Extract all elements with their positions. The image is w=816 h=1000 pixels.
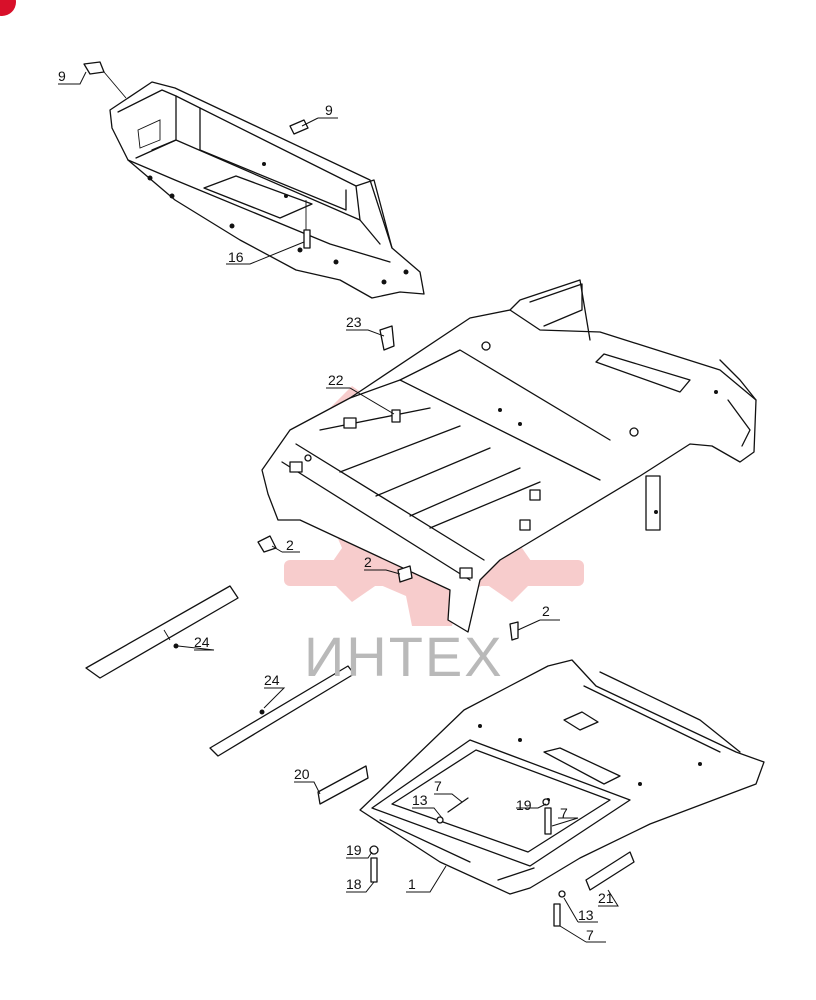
callout-22: 22 — [328, 372, 344, 388]
callout-19-lower: 19 — [346, 842, 362, 858]
callout-labels: 9 9 16 23 22 2 2 2 24 24 20 7 13 19 7 19… — [58, 68, 614, 943]
callout-13-lower: 13 — [578, 907, 594, 923]
watermark-text: ИНТЕХ — [304, 625, 504, 688]
callout-13-upper: 13 — [412, 792, 428, 808]
callout-7-upper: 7 — [434, 778, 442, 794]
callout-9-center: 9 — [325, 102, 333, 118]
callout-2-center: 2 — [364, 554, 372, 570]
floor-panel-assembly — [359, 659, 765, 895]
leader-lines — [58, 71, 619, 943]
callout-7-lower: 7 — [586, 927, 594, 943]
callout-24-left: 24 — [194, 634, 210, 650]
callout-21: 21 — [598, 890, 614, 906]
callout-1: 1 — [408, 876, 416, 892]
corner-badge — [0, 0, 16, 16]
strap-center — [209, 665, 355, 757]
callout-23: 23 — [346, 314, 362, 330]
callout-2-left: 2 — [286, 537, 294, 553]
strap-left — [85, 585, 239, 679]
rear-panel-assembly — [83, 61, 425, 299]
callout-9-left: 9 — [58, 68, 66, 84]
callout-2-right: 2 — [542, 603, 550, 619]
block-21 — [585, 851, 635, 891]
callout-24-center: 24 — [264, 672, 280, 688]
callout-7-middle: 7 — [560, 805, 568, 821]
callout-20: 20 — [294, 766, 310, 782]
pin-18 — [369, 845, 379, 883]
fender-body-assembly — [257, 279, 757, 641]
callout-16: 16 — [228, 249, 244, 265]
block-20 — [317, 765, 369, 805]
pin-7-bottom — [553, 890, 566, 927]
callout-18: 18 — [346, 876, 362, 892]
callout-19-upper: 19 — [516, 797, 532, 813]
